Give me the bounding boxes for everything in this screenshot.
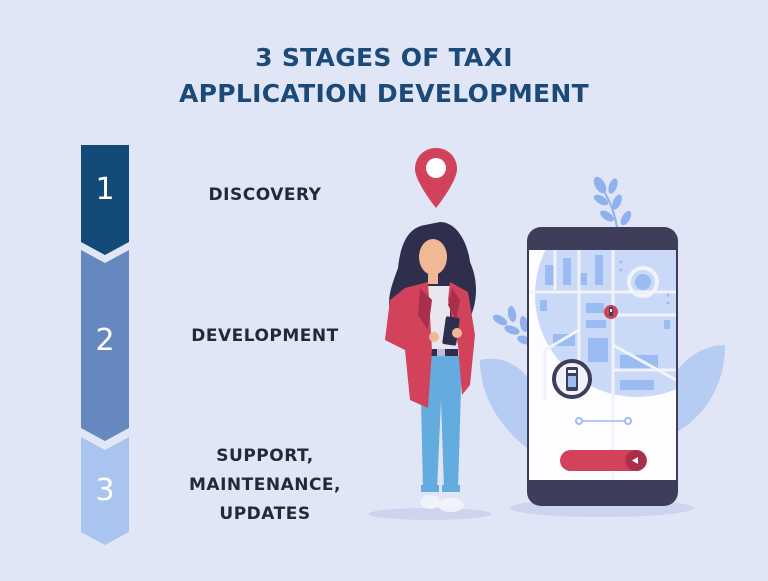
page-title: 3 STAGES OF TAXI APPLICATION DEVELOPMENT <box>0 40 768 112</box>
location-pin-icon <box>415 148 457 208</box>
leaf-sprig-left-icon <box>492 306 531 345</box>
leaf-sprig-icon <box>593 176 632 236</box>
stage-3-label-line-1: SUPPORT, <box>216 446 314 466</box>
stage-3-label-line-2: MAINTENANCE, <box>189 475 341 495</box>
stage-3-number: 3 <box>95 473 115 508</box>
smartphone <box>527 227 678 506</box>
woman-figure <box>385 222 476 512</box>
stage-1-label-line: DISCOVERY <box>208 185 322 205</box>
stage-3-label-line-3: UPDATES <box>219 504 311 524</box>
stage-3-label: SUPPORT, MAINTENANCE, UPDATES <box>140 442 390 529</box>
stage-2-label-line: DEVELOPMENT <box>191 326 339 346</box>
route-indicator <box>575 417 632 425</box>
stage-2-label: DEVELOPMENT <box>140 321 390 351</box>
stage-1-label: DISCOVERY <box>160 180 370 210</box>
stage-1-segment <box>81 145 129 255</box>
stage-2-segment <box>81 250 129 441</box>
request-ride-button[interactable] <box>560 450 647 471</box>
title-line-1: 3 STAGES OF TAXI <box>255 43 513 72</box>
play-arrow-icon <box>632 457 638 464</box>
figure-shadow <box>368 508 492 520</box>
stage-3-segment <box>81 437 129 545</box>
stage-2-number: 2 <box>95 323 115 358</box>
car-top-view-icon[interactable] <box>552 359 592 399</box>
stage-1-number: 1 <box>95 172 115 207</box>
title-line-2: APPLICATION DEVELOPMENT <box>179 79 589 108</box>
taxi-marker-icon[interactable] <box>604 305 618 319</box>
